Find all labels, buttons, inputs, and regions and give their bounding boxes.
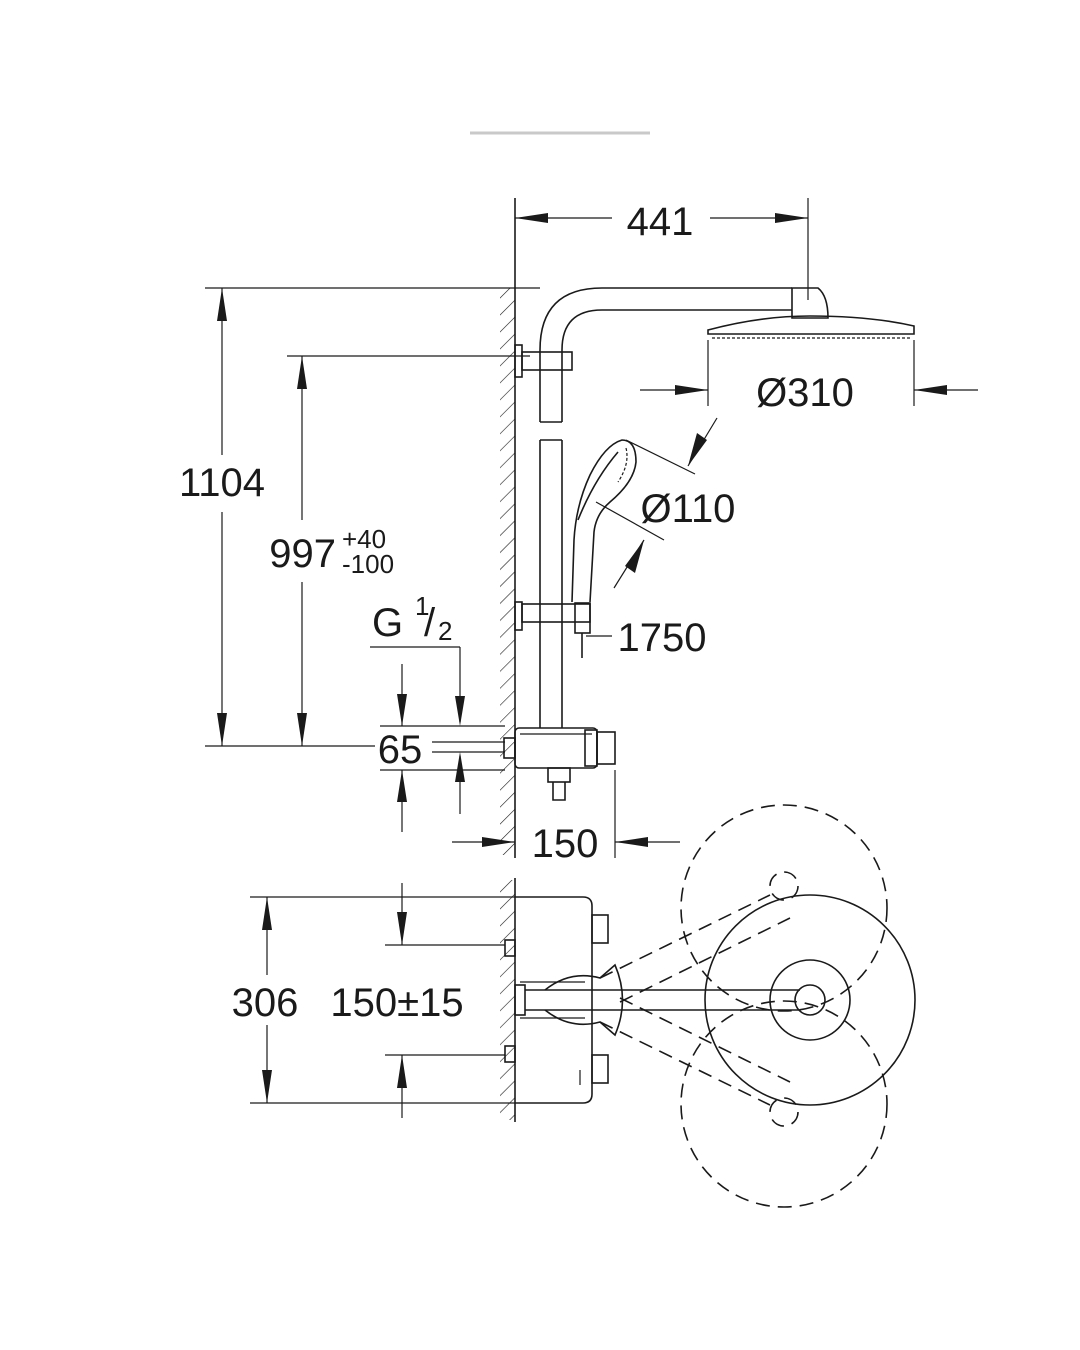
thread-prefix-label: G <box>372 601 403 645</box>
arm-plan <box>514 894 916 1106</box>
mixer-plan <box>504 896 609 1104</box>
dimension-150-tolerance: 150±15 <box>330 883 505 1118</box>
dimension-1104: 1104 <box>179 287 540 747</box>
thread-numerator-label: 1 <box>415 591 429 621</box>
dimension-hand-diameter: Ø110 <box>595 417 736 589</box>
thread-slash: / <box>424 601 436 645</box>
dimension-1750-label: 1750 <box>618 616 707 660</box>
tolerance-plus-label: +40 <box>342 524 386 554</box>
tolerance-minus-label: -100 <box>342 549 394 579</box>
head-shower <box>707 287 915 339</box>
wall-elevation <box>500 198 516 858</box>
dimension-306-label: 306 <box>232 981 299 1025</box>
dimension-997: 997 +40 -100 <box>269 355 530 746</box>
dimension-110-label: Ø110 <box>641 487 736 531</box>
dimension-150-label: 150 <box>532 822 599 866</box>
dimension-441: 441 <box>515 198 809 300</box>
wall-plan <box>500 878 516 1122</box>
dimension-150pm15-label: 150±15 <box>330 981 463 1025</box>
hand-shower <box>571 439 637 603</box>
thermostat-mixer <box>503 727 616 801</box>
riser-pipe <box>514 287 792 728</box>
dimension-65: 65 <box>378 664 505 832</box>
dimension-150: 150 <box>452 770 680 866</box>
dimension-1104-label: 1104 <box>179 461 265 505</box>
dimension-441-label: 441 <box>627 200 694 244</box>
dimension-997-label: 997 <box>269 532 336 576</box>
dimension-65-label: 65 <box>378 728 423 772</box>
thread-g-half: G 1 / 2 <box>370 591 465 814</box>
elevation-view: 441 Ø310 Ø110 1750 <box>179 198 978 866</box>
plan-view: 306 150±15 <box>232 804 916 1208</box>
dimension-hose-1750: 1750 <box>586 616 706 660</box>
swing-positions <box>599 804 888 1208</box>
dimension-head-diameter: Ø310 <box>640 340 978 415</box>
dimension-310-label: Ø310 <box>756 371 854 415</box>
thread-denominator-label: 2 <box>438 616 452 646</box>
dimension-306: 306 <box>232 896 515 1104</box>
